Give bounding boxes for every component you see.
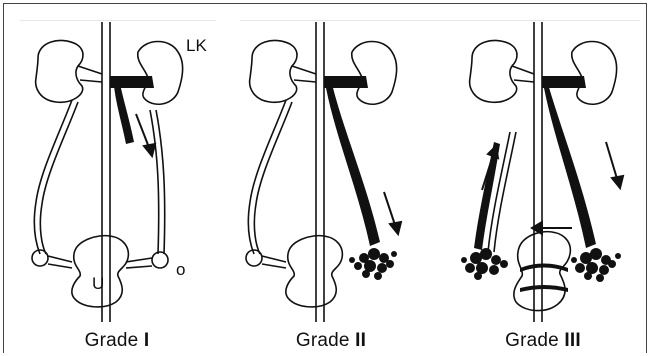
right-kidney xyxy=(36,40,83,102)
contrast-ureter xyxy=(114,84,134,144)
left-kidney xyxy=(572,42,617,105)
contrast-ureter xyxy=(326,84,380,246)
left-kidney xyxy=(138,42,183,105)
panel-grade-3 xyxy=(436,22,650,322)
caption-numeral: I xyxy=(144,330,149,351)
caption-numeral: II xyxy=(355,330,366,351)
contrast-cluster xyxy=(349,248,397,280)
contrast-cluster-right xyxy=(461,248,508,280)
caption-word: Grade xyxy=(85,330,139,351)
bladder xyxy=(72,236,129,307)
left-kidney xyxy=(352,42,397,105)
contrast-ureter-left xyxy=(544,84,596,248)
caption-numeral: III xyxy=(564,330,580,351)
label-left-kidney: LK xyxy=(186,36,207,56)
top-rule-2 xyxy=(240,20,640,21)
grade-2-diagram xyxy=(224,22,438,322)
caption-grade-3: Grade III xyxy=(436,330,650,352)
panel-grade-1: LK U o xyxy=(10,22,224,322)
contrast-cluster-left xyxy=(571,248,621,282)
caption-word: Grade xyxy=(505,330,559,351)
label-orifice: o xyxy=(176,260,185,280)
caption-grade-2: Grade II xyxy=(224,330,438,352)
contrast-bladder-bands xyxy=(520,264,568,293)
grade-1-diagram xyxy=(10,22,224,322)
label-bladder: U xyxy=(92,274,104,294)
grade-3-diagram xyxy=(436,22,650,322)
left-orifice xyxy=(152,252,168,268)
caption-word: Grade xyxy=(296,330,350,351)
right-kidney xyxy=(250,40,297,102)
caption-grade-1: Grade I xyxy=(10,330,224,352)
top-rule-1 xyxy=(20,20,216,21)
right-kidney xyxy=(470,40,517,102)
flow-arrow-head xyxy=(144,144,155,156)
panel-grade-2 xyxy=(224,22,438,322)
bladder xyxy=(286,236,343,307)
